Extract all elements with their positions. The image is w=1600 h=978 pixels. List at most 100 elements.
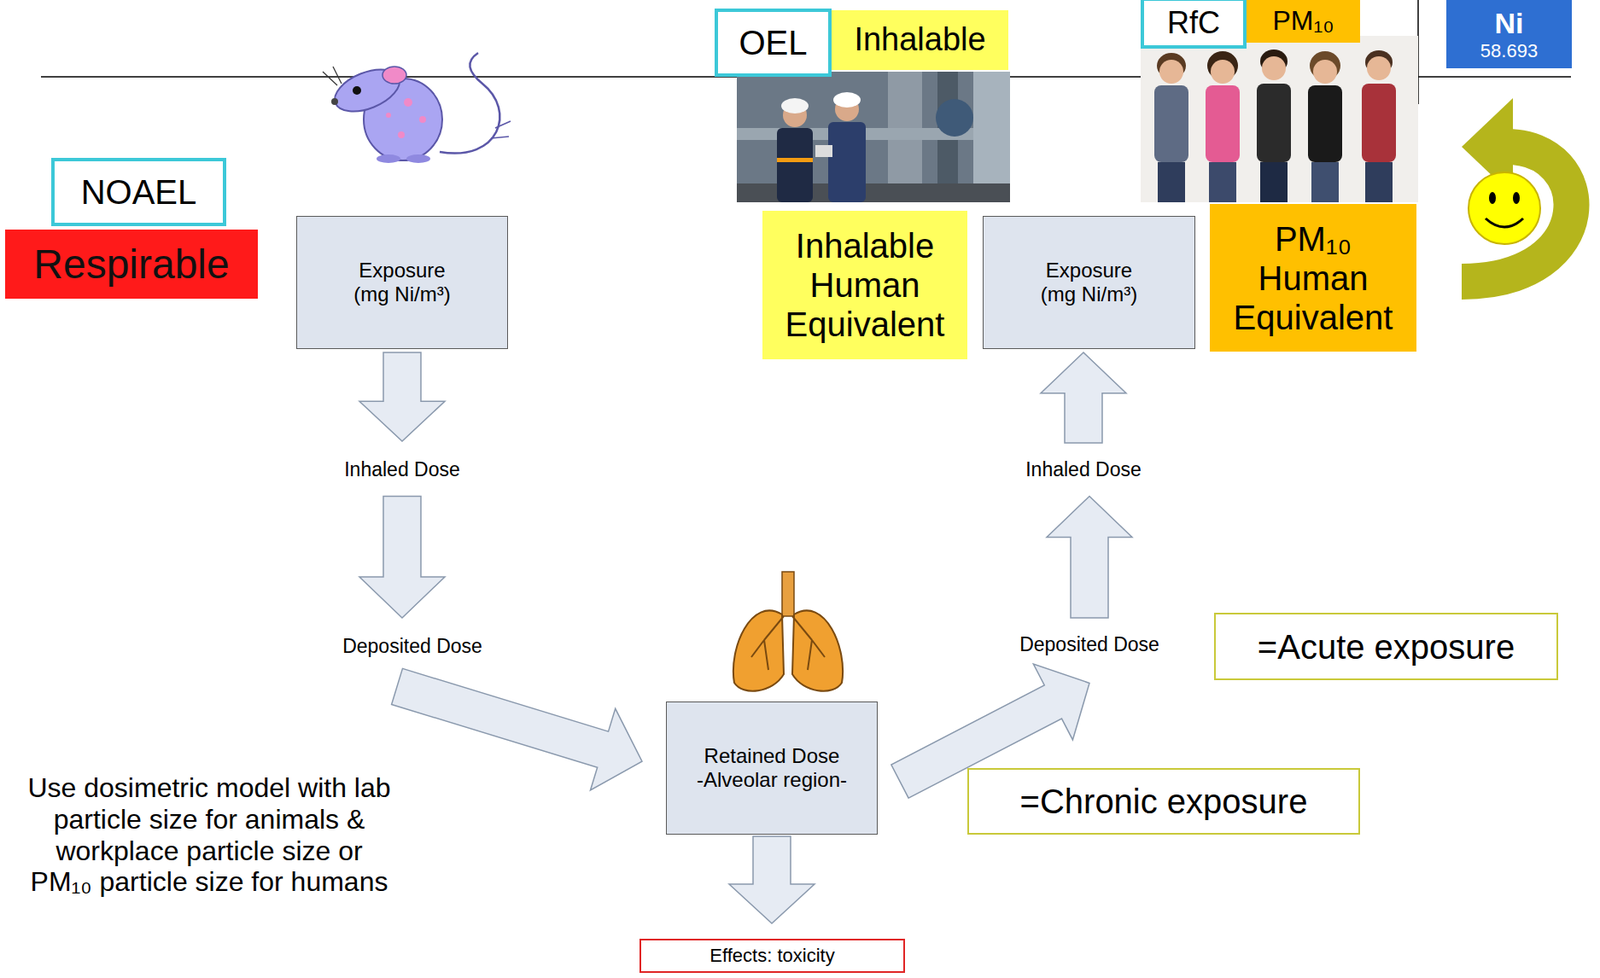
mouse-whisker (322, 71, 338, 86)
person-body (1154, 85, 1189, 163)
worker-stripe (776, 157, 813, 163)
block-arrow (1040, 352, 1127, 444)
clipboard (815, 145, 833, 158)
valve (935, 99, 974, 137)
worker-helmet (833, 92, 861, 108)
person-head (1210, 59, 1235, 84)
node-text: (mg Ni/m³) (1040, 282, 1138, 307)
motion-line (495, 121, 511, 129)
person-body (1256, 83, 1291, 163)
block-arrow (391, 668, 643, 791)
mouse-spot (403, 98, 413, 107)
photo-ground (1140, 35, 1419, 203)
node-text: Effects: toxicity (709, 945, 835, 967)
effect-box: Effects: toxicity (639, 939, 906, 974)
node-text: Inhalable Human Equivalent (779, 226, 951, 345)
block-arrow (359, 352, 445, 442)
lung-lobe (733, 610, 784, 691)
node-text: Inhaled Dose (344, 458, 461, 481)
inhalable-box: Inhalable Human Equivalent (762, 210, 968, 360)
mouse-tail (439, 52, 500, 154)
bronchus (751, 616, 784, 671)
person-body (1308, 85, 1343, 163)
node-text: (mg Ni/m³) (353, 282, 450, 307)
mouse-spot (397, 131, 405, 139)
smiley-eye (1512, 192, 1520, 205)
return-arrow-smiley (1461, 98, 1571, 282)
node-text: Exposure (358, 258, 445, 283)
mouse-spot (419, 116, 427, 123)
lung-lobe (792, 610, 843, 691)
person-head (1313, 59, 1338, 84)
photo-ground (736, 71, 1011, 203)
standard-tag: NOAEL (51, 157, 227, 227)
node-text: =Chronic exposure (1020, 782, 1309, 822)
node-text: Inhalable (853, 21, 986, 59)
node-text: OEL (738, 23, 807, 63)
mouse-foot (376, 154, 401, 164)
mouse-whisker (332, 66, 342, 84)
lungs-illustration (733, 572, 843, 692)
node-text: =Acute exposure (1257, 627, 1515, 667)
node-text: Respirable (33, 240, 229, 288)
process-box: Retained Dose-Alveolar region- (665, 701, 878, 836)
note-text: Use dosimetric model with lab particle s… (25, 772, 393, 899)
node-text: NOAEL (81, 172, 198, 212)
curved-arrow-band (1461, 146, 1571, 282)
mouse-nose (331, 98, 339, 106)
person-legs (1311, 162, 1339, 203)
process-box: Exposure(mg Ni/m³) (296, 216, 509, 350)
worker-body (776, 128, 813, 203)
trachea (782, 572, 795, 617)
person-head (1159, 59, 1184, 84)
worker-helmet (781, 98, 809, 114)
fraction-tag: Respirable (5, 229, 258, 299)
bronchus (792, 616, 825, 671)
node-text: Ni (1494, 6, 1525, 41)
node-text: 58.693 (1480, 40, 1538, 62)
dose-step: Deposited Dose (1012, 630, 1167, 660)
worker-body (828, 122, 866, 203)
node-text: Retained Dose (704, 744, 841, 769)
block-arrow (729, 836, 815, 924)
workers-photo (736, 71, 1011, 203)
person-legs (1157, 162, 1186, 203)
mouse-foot (406, 154, 431, 164)
person-body (1361, 83, 1396, 163)
smiley-mouth (1485, 218, 1524, 228)
block-arrow (359, 496, 445, 619)
dose-step: Deposited Dose (335, 631, 490, 661)
person-legs (1365, 162, 1393, 203)
smiley-face (1468, 172, 1541, 245)
standard-tag: OEL (714, 8, 832, 77)
dose-step: Inhaled Dose (1018, 455, 1149, 485)
dose-step: Inhaled Dose (337, 455, 468, 485)
node-text: PM₁₀ Human Equivalent (1226, 219, 1400, 338)
tank (973, 71, 1011, 203)
person-legs (1260, 162, 1288, 203)
pm10-box: PM₁₀ (1246, 0, 1361, 43)
node-text: PM₁₀ (1272, 5, 1334, 37)
note-box: =Acute exposure (1214, 613, 1559, 681)
inhalable-box: Inhalable (831, 10, 1009, 71)
person-head (1366, 56, 1391, 81)
person-legs (1208, 162, 1237, 203)
person-head (1261, 56, 1286, 81)
mouse-ear (382, 66, 407, 84)
mouse-spot (385, 112, 392, 118)
node-text: -Alveolar region- (696, 768, 847, 793)
node-text: Exposure (1045, 258, 1133, 283)
mouse-illustration (322, 52, 511, 164)
mouse-eye (352, 86, 362, 95)
person-body (1205, 85, 1240, 163)
standard-tag: RfC (1140, 0, 1247, 49)
node-text: Inhaled Dose (1025, 458, 1142, 481)
element-tile: Ni58.693 (1446, 0, 1572, 69)
pm10-box: PM₁₀ Human Equivalent (1209, 204, 1417, 352)
node-text: Deposited Dose (1019, 633, 1160, 656)
teens-photo (1140, 35, 1419, 203)
note-box: =Chronic exposure (967, 768, 1361, 836)
block-arrow (1046, 496, 1133, 619)
node-text: Deposited Dose (342, 635, 483, 658)
